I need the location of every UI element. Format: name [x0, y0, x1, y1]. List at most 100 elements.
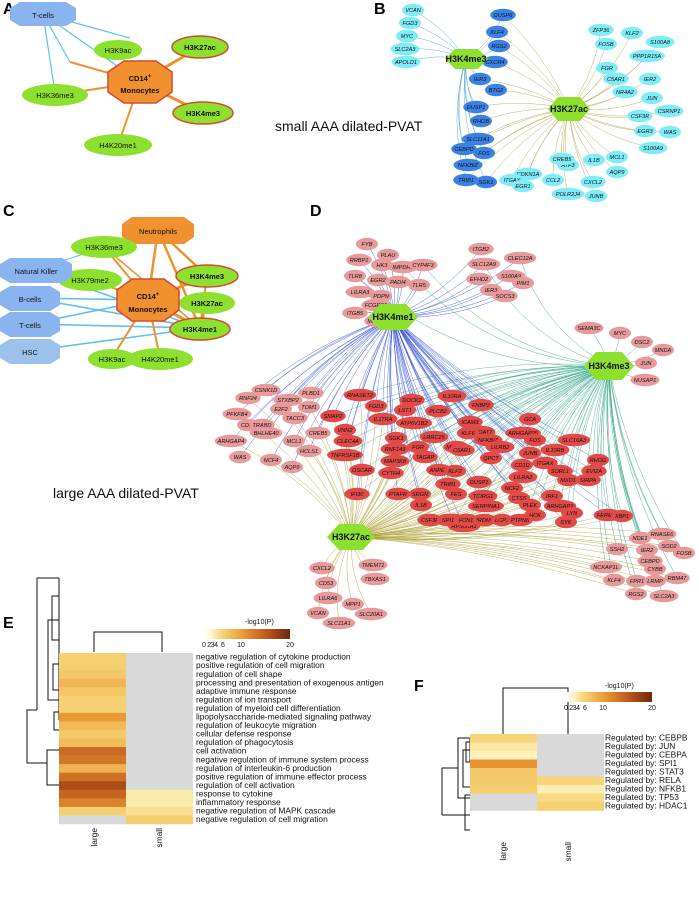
gene-node-pfkfb4: PFKFB4 [222, 407, 252, 421]
svg-text:CLEC12A: CLEC12A [508, 256, 533, 262]
gene-node-tcirg1: TCIRG1 [468, 489, 498, 503]
svg-text:TNFRSF1B: TNFRSF1B [331, 453, 360, 459]
gene-node-sgk1: SGK1 [475, 175, 497, 189]
gene-node-sod2: SOD2 [658, 539, 680, 553]
svg-text:CCL2: CCL2 [546, 178, 561, 184]
heat-cell-large-12 [59, 755, 126, 765]
panel-d-letter: D [310, 203, 322, 220]
svg-text:PDPN: PDPN [373, 294, 390, 300]
row-label-positive-regulation-of-cell-migration: positive regulation of cell migration [196, 660, 325, 670]
svg-text:ITGB5: ITGB5 [347, 311, 364, 317]
legend-tick-0: 0 [202, 642, 206, 649]
gene-node-gca: GCA [519, 412, 541, 426]
panel-e-heatmap-cells [59, 653, 193, 825]
h3k4me3-hub-d: H3K4me3 [584, 352, 634, 380]
h3k4me3-node-a: H3K4me3 [172, 101, 234, 125]
heat-cell-small-17 [126, 798, 193, 808]
row-label-regulated-by-spi1: Regulated by: SPI1 [605, 758, 678, 768]
svg-text:FNBP2: FNBP2 [472, 403, 491, 409]
svg-text:RRBP1: RRBP1 [350, 258, 369, 264]
heat-cell-large-8 [470, 802, 537, 811]
svg-text:FOSB: FOSB [598, 42, 613, 48]
gene-node-itgax: ITGAX [532, 456, 558, 470]
gene-node-c5ar1: C5AR1 [603, 72, 629, 86]
svg-text:CTSS: CTSS [512, 496, 527, 502]
panel-f-dendrograms [441, 687, 569, 831]
row-label-regulation-of-phagocytosis: regulation of phagocytosis [196, 737, 293, 747]
svg-text:WAS: WAS [664, 130, 677, 136]
svg-text:PTPN6: PTPN6 [511, 518, 530, 524]
gene-node-rrbp1: RRBP1 [346, 253, 372, 267]
svg-text:ITGAX: ITGAX [537, 461, 554, 467]
svg-text:RGS2: RGS2 [628, 592, 644, 598]
svg-text:RNF149: RNF149 [385, 447, 406, 453]
gene-node-csf3r: CSF3R [417, 513, 443, 527]
svg-text:KLF4: KLF4 [490, 30, 503, 36]
gene-node-aqp9: AQP9 [281, 460, 303, 474]
gene-node-syk: SYK [555, 515, 577, 529]
gene-node-lilrb2: LILRB2 [485, 440, 515, 454]
svg-text:E2F2: E2F2 [274, 407, 288, 413]
svg-text:MPP1: MPP1 [345, 602, 360, 608]
row-label-negative-regulation-of-cell-migration: negative regulation of cell migration [196, 814, 328, 824]
gene-node-tagap: TAGAP [412, 450, 438, 464]
gene-node-tlr8: TLR8 [344, 269, 366, 283]
gene-node-mcl1: MCL1 [283, 434, 305, 448]
heat-cell-large-6 [59, 704, 126, 714]
legend-e-title: -log10(P) [245, 619, 274, 626]
svg-text:CXCL2: CXCL2 [313, 566, 332, 572]
svg-text:IMPDH1: IMPDH1 [392, 265, 413, 271]
heat-cell-small-1 [126, 661, 193, 671]
heat-cell-small-8 [537, 802, 604, 811]
heat-cell-small-19 [126, 815, 193, 825]
gene-node-ccl2: CCL2 [542, 173, 564, 187]
gene-node-padi4: PADI4 [385, 275, 411, 289]
gene-node-slc2a3: SLC2A3 [390, 42, 420, 56]
gene-node-tbxas1: TBXAS1 [360, 572, 390, 586]
gene-node-irf1: IRF1 [541, 489, 563, 503]
gene-node-qpct: QPCT [480, 451, 502, 465]
svg-text:CSNK1D: CSNK1D [255, 388, 278, 394]
gene-node-rnase6: RNASE6 [647, 527, 677, 541]
heat-cell-large-3 [470, 759, 537, 769]
tcells-node-a: T-cells [10, 2, 76, 26]
natural-killer-node-c: Natural Killer [0, 258, 72, 283]
heat-cell-large-0 [470, 734, 537, 743]
heat-cell-large-1 [59, 661, 126, 671]
gene-node-mcl1: MCL1 [606, 150, 628, 164]
heat-cell-large-3 [59, 678, 126, 688]
svg-text:FGD3: FGD3 [403, 21, 419, 27]
legend-tick-2: 2 [569, 705, 573, 712]
svg-text:ATP6V1B2: ATP6V1B2 [399, 421, 428, 427]
svg-text:PLAU: PLAU [381, 253, 397, 259]
gene-node-was: WAS [659, 125, 681, 139]
svg-text:ZFP36: ZFP36 [592, 28, 611, 34]
gene-node-dusp1: DUSP1 [463, 100, 489, 114]
svg-text:VCAN: VCAN [310, 611, 327, 617]
gene-node-vcan: VCAN [402, 3, 424, 17]
gene-node-tacc3: TACC3 [282, 411, 308, 425]
svg-text:VCAN: VCAN [405, 8, 422, 14]
svg-text:HSC: HSC [22, 348, 38, 357]
svg-text:ICAM3: ICAM3 [461, 420, 479, 426]
svg-text:IL17RA: IL17RA [374, 417, 393, 423]
heat-cell-small-3 [537, 759, 604, 769]
gene-node-ptafr: PTAFR [385, 487, 411, 501]
heat-cell-small-11 [126, 747, 193, 756]
gene-node-dock2: DOCK2 [399, 393, 425, 407]
col-label-small-e: small [154, 828, 164, 848]
svg-text:TAGAP: TAGAP [416, 455, 435, 461]
svg-text:ARHGAP4: ARHGAP4 [217, 439, 245, 445]
h4k20me1-node-a: H4K20me1 [84, 134, 152, 156]
legend-f-title: -log10(P) [605, 683, 634, 690]
gene-node-egr3: EGR3 [634, 124, 656, 138]
panel-c-caption: large AAA dilated-PVAT [53, 485, 199, 501]
svg-text:SOD2: SOD2 [661, 544, 677, 550]
svg-text:FOS: FOS [478, 151, 490, 157]
svg-text:H3K27ac: H3K27ac [184, 43, 216, 52]
svg-text:FCGR2A: FCGR2A [365, 303, 388, 309]
svg-text:LYN: LYN [567, 511, 578, 517]
row-label-cellular-defense-response: cellular defense response [196, 729, 292, 739]
svg-text:CREB5: CREB5 [553, 157, 573, 163]
